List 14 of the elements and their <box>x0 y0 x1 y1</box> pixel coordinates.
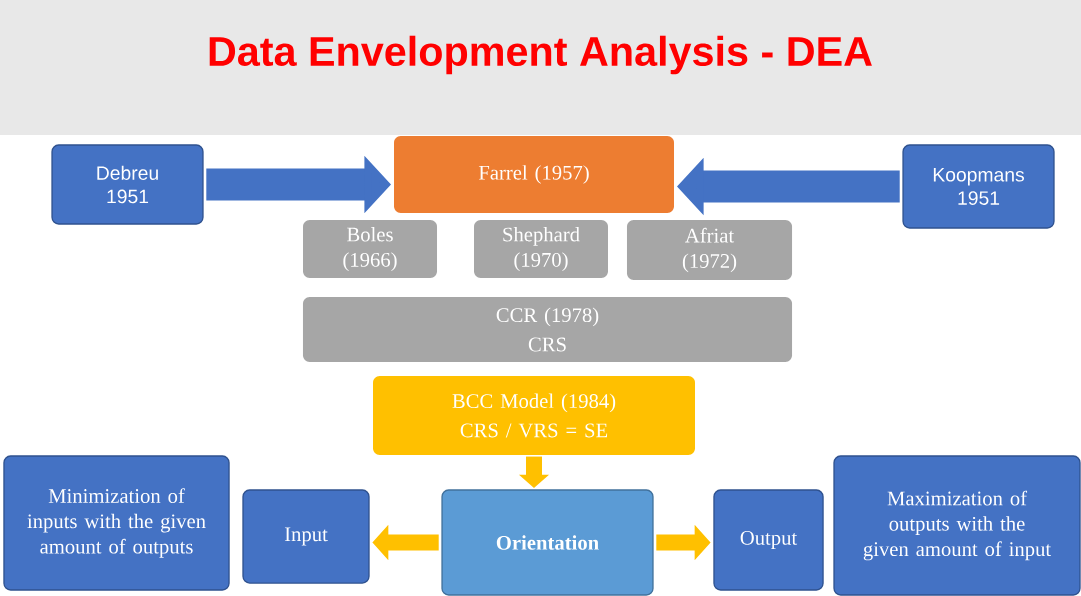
process-box: Debreu 1951 <box>51 144 204 225</box>
process-box: Farrel (1957) <box>394 135 674 214</box>
process-box: Minimization of inputs with the given amount of outputs <box>3 455 230 591</box>
process-box: Maximization of outputs with the given amount of input <box>833 455 1081 596</box>
process-box: Input <box>242 489 370 584</box>
process-box: BCC Model (1984) CRS / VRS = SE <box>373 376 695 455</box>
title: Data Envelopment Analysis - DEA <box>209 35 872 75</box>
process-box: Orientation <box>441 489 654 596</box>
process-box: Afriat (1972) <box>626 220 793 280</box>
process-box: Shephard (1970) <box>474 220 608 278</box>
process-box: Koopmans 1951 <box>902 144 1055 229</box>
process-box: CCR (1978) CRS <box>302 296 793 363</box>
process-box: Output <box>713 489 824 591</box>
process-box: Boles (1966) <box>303 220 437 278</box>
